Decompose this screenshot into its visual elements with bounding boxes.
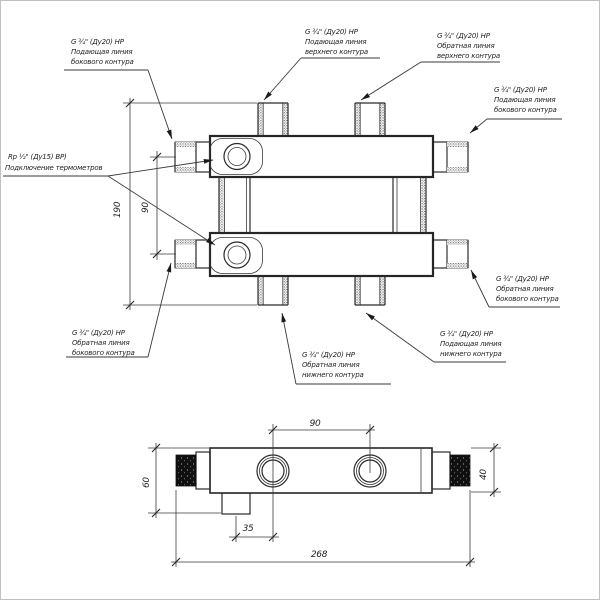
leader-right-return	[470, 269, 490, 308]
label-line: бокового контура	[494, 106, 557, 114]
thread-hatch	[355, 103, 361, 136]
thread-hatch	[282, 103, 288, 136]
dim-190-value: 190	[113, 201, 123, 218]
nipple-bottom-left	[174, 239, 211, 269]
lower-stub-return	[257, 276, 289, 306]
label-thermometer-connection: Rp ½" (Ду15) ВР) Подключение термометров	[3, 153, 108, 177]
lower-stub-supply	[354, 276, 386, 306]
dim-268: 268	[171, 490, 475, 567]
thread-black	[175, 454, 197, 487]
dim-35: 35	[229, 516, 279, 542]
label-line: G ¾" (Ду20) НР	[305, 28, 359, 36]
thread-hatch	[355, 276, 361, 305]
label-line: верхнего контура	[437, 52, 500, 60]
label-line: Rp ½" (Ду15) ВР)	[8, 153, 67, 161]
leader-bottom-left	[147, 262, 172, 358]
front-nipple-left	[175, 451, 211, 490]
label-line: Обратная линия	[496, 285, 554, 293]
label-line: Подающая линия	[494, 96, 555, 104]
label-line: G ¾" (Ду20) НР	[302, 351, 356, 359]
leader-top-left	[147, 69, 173, 140]
dim-268-value: 268	[311, 550, 328, 560]
leader-thermometer-lower	[107, 175, 216, 246]
label-line: G ¾" (Ду20) НР	[496, 275, 550, 283]
thread-hatch	[282, 276, 288, 305]
label-upper-circuit-return: G ¾" (Ду20) НР Обратная линия верхнего к…	[421, 32, 500, 63]
dim-35-value: 35	[243, 524, 254, 534]
thread-hatch	[420, 177, 426, 233]
connector-pipe-right	[392, 177, 427, 233]
label-lower-circuit-return: G ¾" (Ду20) НР Обратная линия нижнего ко…	[296, 351, 391, 385]
label-line: G ¾" (Ду20) НР	[440, 330, 494, 338]
label-line: Обратная линия	[302, 361, 360, 369]
upper-manifold-bar	[208, 134, 435, 179]
upper-stub-supply	[257, 102, 289, 136]
leader-upper-return	[360, 61, 422, 101]
label-line: Подающая линия	[71, 48, 132, 56]
dim-40: 40	[471, 443, 501, 497]
label-line: Обратная линия	[72, 339, 130, 347]
thread-hatch	[258, 276, 264, 305]
thermometer-port-lower	[209, 237, 263, 274]
label-line: верхнего контура	[305, 48, 368, 56]
dim-40-value: 40	[479, 469, 489, 480]
front-body	[209, 447, 433, 494]
label-line: бокового контура	[71, 58, 134, 66]
label-bottom-left-side-return: G ¾" (Ду20) НР Обратная линия бокового к…	[66, 329, 148, 358]
thread-hatch	[379, 276, 385, 305]
manifold-front-view: 90 60 40 35	[142, 419, 501, 567]
label-upper-circuit-supply: G ¾" (Ду20) НР Подающая линия верхнего к…	[301, 28, 380, 59]
thread-hatch	[379, 103, 385, 136]
label-line: Обратная линия	[437, 42, 495, 50]
label-line: G ¾" (Ду20) НР	[437, 32, 491, 40]
dim-90-axes-value: 90	[141, 202, 151, 213]
dim-60: 60	[142, 443, 221, 518]
dim-190: 190	[113, 98, 257, 310]
label-line: бокового контура	[72, 349, 135, 357]
thermometer-port-upper	[209, 138, 263, 175]
label-right-side-return: G ¾" (Ду20) НР Обратная линия бокового к…	[489, 275, 560, 308]
leader-right-supply	[469, 118, 488, 134]
dim-90-stubs-value: 90	[310, 419, 321, 429]
label-line: G ¾" (Ду20) НР	[71, 38, 125, 46]
label-line: Подключение термометров	[5, 164, 102, 172]
label-top-left-side-supply: G ¾" (Ду20) НР Подающая линия бокового к…	[64, 38, 148, 71]
label-line: Подающая линия	[305, 38, 366, 46]
nipple-bottom-right	[432, 239, 469, 269]
leader-thermometer-upper	[107, 159, 214, 177]
label-line: бокового контура	[496, 295, 559, 303]
label-line: нижнего контура	[302, 371, 364, 379]
label-line: нижнего контура	[440, 350, 502, 358]
leader-lower-return	[281, 312, 297, 385]
thread-hatch	[219, 177, 225, 233]
dim-60-value: 60	[142, 477, 152, 488]
label-line: Подающая линия	[440, 340, 501, 348]
thread-black	[449, 454, 471, 487]
front-nipple-right	[431, 451, 471, 490]
label-line: G ¾" (Ду20) НР	[494, 86, 548, 94]
nipple-top-left	[174, 141, 211, 173]
dim-90-stubs: 90	[268, 419, 375, 542]
thread-hatch	[258, 103, 264, 136]
manifold-top-view: 190 90 G ¾" (Ду20) НР Подающая линия бок…	[3, 28, 562, 385]
leader-lower-supply	[365, 312, 435, 363]
label-lower-circuit-supply: G ¾" (Ду20) НР Подающая линия нижнего ко…	[434, 330, 506, 363]
label-line: G ¾" (Ду20) НР	[72, 329, 126, 337]
lower-manifold-bar	[208, 231, 435, 278]
nipple-top-right	[432, 141, 469, 173]
leader-upper-supply	[263, 57, 302, 101]
label-right-side-supply: G ¾" (Ду20) НР Подающая линия бокового к…	[487, 86, 562, 120]
front-lower-stub	[221, 492, 251, 515]
connector-pipe-left	[218, 177, 251, 233]
upper-stub-return	[354, 102, 386, 136]
dim-90-axes: 90	[141, 151, 176, 260]
